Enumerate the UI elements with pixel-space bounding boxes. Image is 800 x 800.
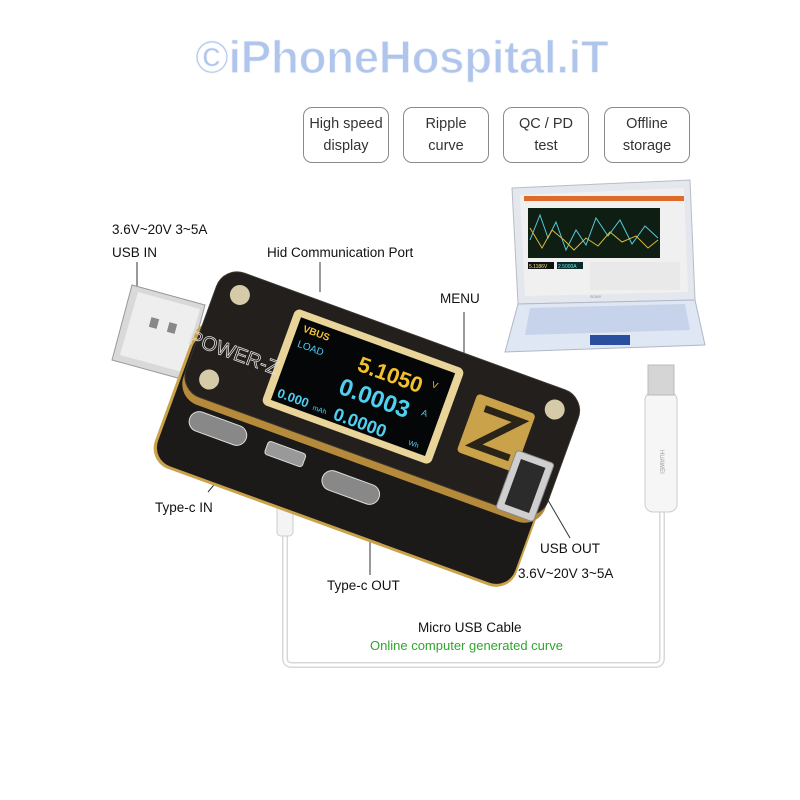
cable-brand: HUAWEI <box>658 450 664 474</box>
cable-label: Micro USB Cable <box>418 620 522 635</box>
cable-usb-plug: HUAWEI <box>644 364 678 513</box>
laptop-brand: SONY <box>590 294 602 299</box>
feature-line: QC / PD <box>519 116 573 132</box>
feature-line: test <box>534 138 558 154</box>
typec-out-port <box>321 470 381 505</box>
usb-out-spec-label: 3.6V~20V 3~5A <box>518 566 614 581</box>
screen-wh-unit: Wh <box>407 440 419 450</box>
lcd-screen <box>270 317 456 456</box>
screen-voltage-unit: V <box>430 379 439 390</box>
hid-port-label: Hid Communication Port <box>267 245 414 260</box>
feature-line: Ripple <box>425 116 467 132</box>
feature-line: display <box>323 138 369 154</box>
laptop-current: 2.5000A <box>558 264 577 270</box>
micro-usb-port <box>264 440 307 468</box>
usb-in-label: USB IN <box>112 245 158 260</box>
z-logo-icon <box>464 405 530 462</box>
usb-a-out-port <box>495 450 555 522</box>
feature-offline-storage: Offline storage <box>604 107 690 163</box>
feature-qc-pd-test: QC / PD test <box>503 107 589 163</box>
usb-a-plug <box>111 284 206 381</box>
cable-note-label: Online computer generated curve <box>370 638 563 653</box>
laptop-voltage: 5.1186V <box>529 264 548 270</box>
screen-current-unit: A <box>420 408 429 419</box>
feature-ripple-curve: Ripple curve <box>403 107 489 163</box>
feature-high-speed-display: High speed display <box>303 107 389 163</box>
screen-mah-unit: mAh <box>311 405 327 417</box>
feature-line: storage <box>622 138 672 154</box>
laptop: 5.1186V 2.5000A SONY <box>504 179 706 353</box>
feature-line: High speed <box>309 116 383 132</box>
typec-in-label: Type-c IN <box>155 500 213 515</box>
menu-label: MENU <box>440 291 480 306</box>
usb-in-spec-label: 3.6V~20V 3~5A <box>112 222 208 237</box>
power-z-device: VBUS LOAD 5.1050 V 0.0003 A 0.000 mAh 0.… <box>153 271 581 587</box>
feature-line: curve <box>428 138 464 154</box>
typec-in-port <box>188 411 248 446</box>
watermark: ©iPhoneHospital.iT <box>194 30 609 84</box>
typec-out-label: Type-c OUT <box>327 578 400 593</box>
usb-out-label: USB OUT <box>540 541 601 556</box>
feature-line: Offline <box>626 116 668 132</box>
